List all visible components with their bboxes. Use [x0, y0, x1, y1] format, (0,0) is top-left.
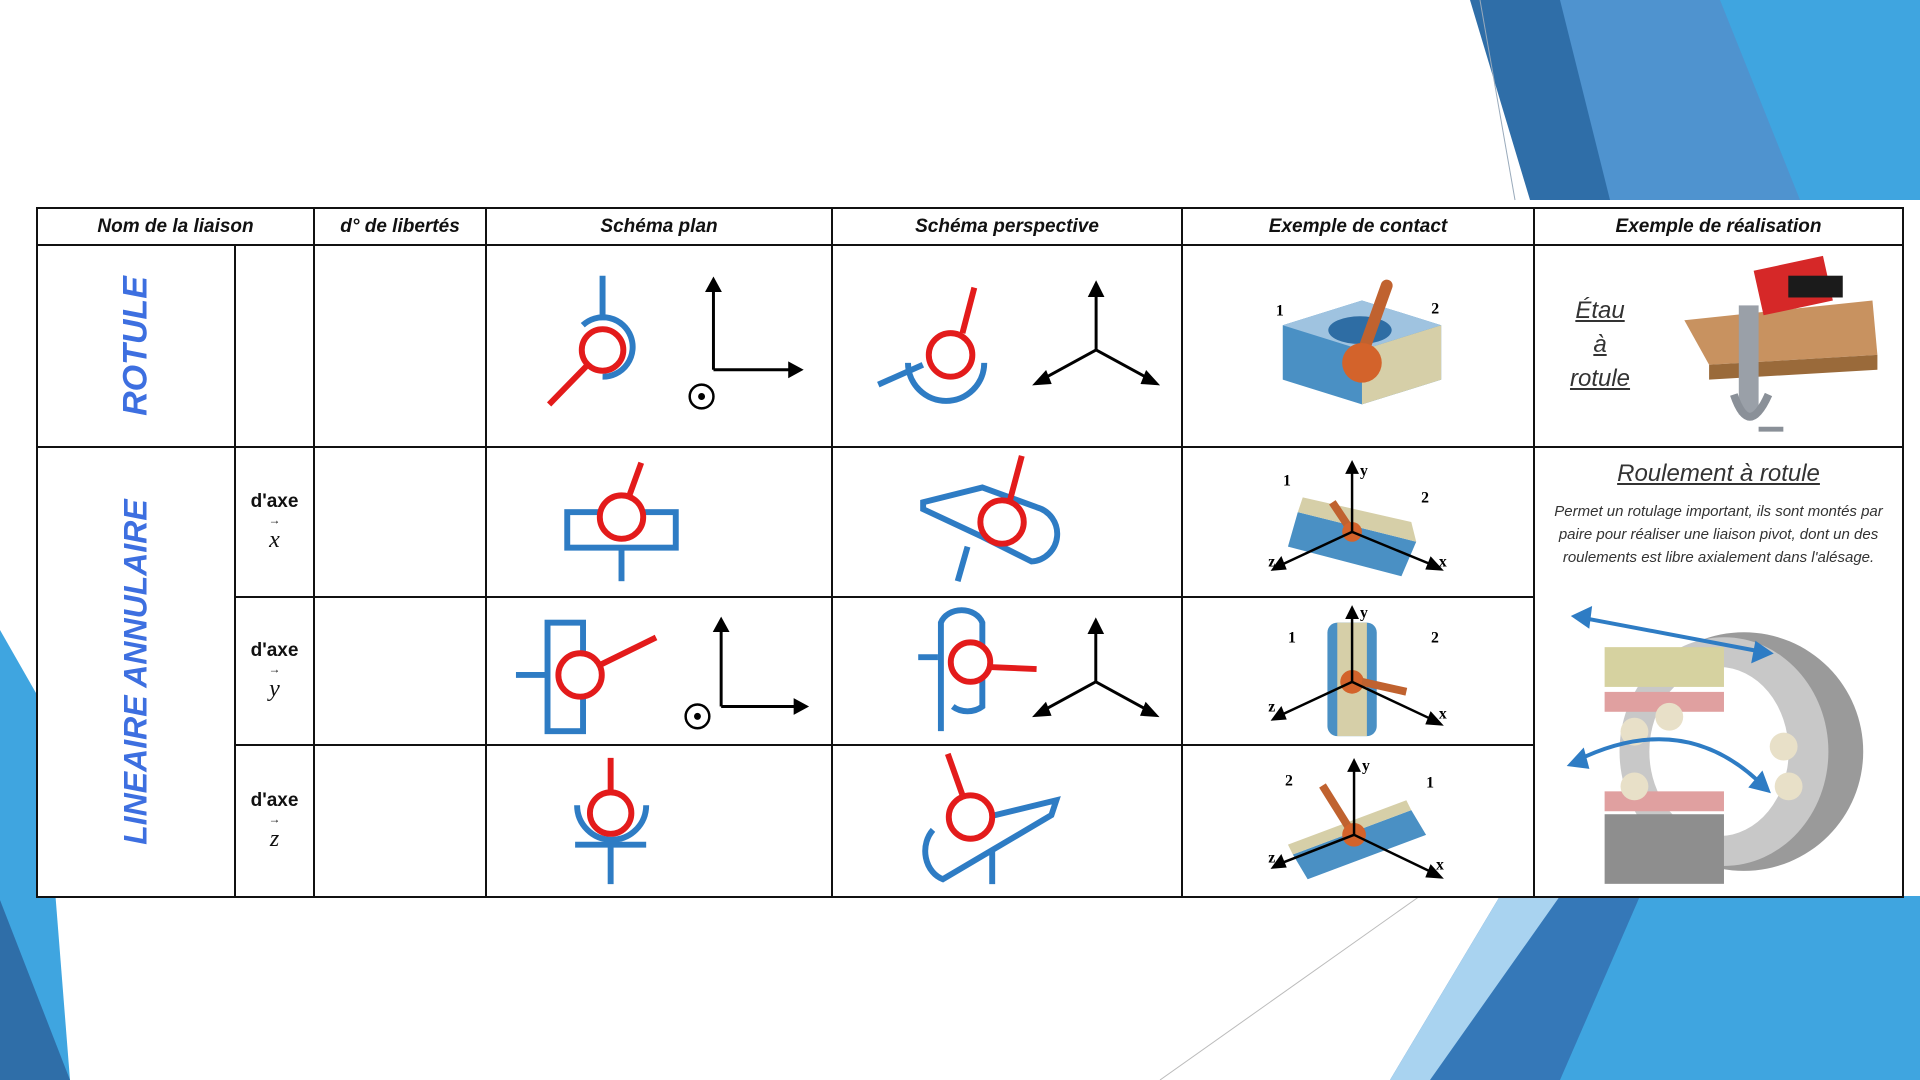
contact-z-label-y: y — [1362, 758, 1370, 775]
lineaire-x-schema-perspective — [831, 446, 1184, 598]
roulement-title: Roulement à rotule — [1617, 460, 1820, 487]
rotule-schema-perspective — [831, 244, 1184, 448]
contact-x-label-x: x — [1439, 553, 1447, 570]
rotule-title: ROTULE — [116, 276, 155, 416]
lineaire-y-schema-plan — [485, 596, 834, 746]
axis-z-vector: z — [237, 826, 312, 853]
double-arrow-top — [1570, 606, 1774, 664]
annular-linear-symbol — [564, 461, 679, 582]
header-degres: d° de libertés — [313, 207, 488, 246]
annular-linear-perspective-symbol — [920, 455, 1061, 583]
axis-z-label: d'axe — [250, 789, 299, 811]
top-right-line — [1479, 0, 1516, 201]
contact-y-label-x: x — [1439, 705, 1447, 722]
cylinder-contact-image-z: y z x 2 1 — [1268, 758, 1444, 880]
cylinder-contact-image-y: y z x 1 2 — [1268, 605, 1447, 737]
annular-linear-z-perspective-symbol — [922, 752, 1061, 885]
axis-y-cell: d'axe y — [233, 596, 316, 746]
axis-x-vector: x — [237, 527, 312, 554]
top-right-shape-light — [1720, 0, 1920, 200]
cylinder-contact-image-x: y z x 1 2 — [1268, 460, 1447, 577]
contact-y-label-2: 2 — [1431, 629, 1439, 646]
bottom-right-shape-light — [1560, 896, 1920, 1080]
ball-contact-image: 1 2 — [1276, 279, 1442, 405]
annular-linear-y-symbol — [515, 619, 658, 735]
lineaire-y-contact-cell: y z x 1 2 — [1181, 596, 1536, 746]
bottom-center-line — [1159, 895, 1421, 1080]
axes-3d-icon — [1032, 280, 1161, 386]
axis-z-cell: d'axe z — [233, 744, 316, 898]
ball-joint-symbol — [546, 275, 636, 407]
lineaire-z-degrees-cell — [313, 744, 488, 898]
rotule-schema-plan — [485, 244, 834, 448]
axis-y-vector: y — [237, 676, 312, 703]
lineaire-title: LINEAIRE ANNULAIRE — [117, 499, 154, 845]
etau-word-2: à — [1593, 331, 1607, 358]
annular-linear-z-symbol — [574, 757, 650, 885]
axis-x-cell: d'axe x — [233, 446, 316, 598]
contact-z-label-z: z — [1268, 849, 1275, 866]
left-shape-dark — [0, 900, 70, 1080]
rotule-name-cell: ROTULE — [36, 244, 236, 448]
lineaire-z-schema-perspective — [831, 744, 1184, 898]
vise-image — [1684, 255, 1878, 432]
lineaire-z-schema-plan — [485, 744, 834, 898]
contact-label-1: 1 — [1276, 302, 1284, 319]
rotule-axis-cell — [233, 244, 316, 448]
etau-word-1: Étau — [1575, 297, 1625, 324]
contact-y-label-y: y — [1360, 605, 1368, 622]
lineaire-y-degrees-cell — [313, 596, 488, 746]
lineaire-x-degrees-cell — [313, 446, 488, 598]
header-exemple-contact: Exemple de contact — [1181, 207, 1536, 246]
annular-linear-y-perspective-symbol — [918, 607, 1037, 732]
lineaire-x-schema-plan — [485, 446, 834, 598]
double-arrow-bottom — [1566, 737, 1771, 794]
header-nom: Nom de la liaison — [35, 207, 316, 246]
contact-x-label-y: y — [1360, 463, 1368, 480]
liaison-table: Nom de la liaison d° de libertés Schéma … — [35, 207, 1905, 898]
axis-x-label: d'axe — [250, 490, 299, 512]
contact-x-label-1: 1 — [1283, 472, 1291, 489]
lineaire-x-contact-cell: y z x 1 2 — [1181, 446, 1536, 598]
contact-y-label-1: 1 — [1288, 629, 1296, 646]
header-schema-perspective: Schéma perspective — [831, 207, 1184, 246]
bottom-right-shape-pale — [1390, 896, 1560, 1080]
axes-icon-y — [684, 616, 810, 730]
header-schema-plan: Schéma plan — [485, 207, 834, 246]
rotule-degrees-cell — [313, 244, 488, 448]
lineaire-name-cell: LINEAIRE ANNULAIRE — [36, 446, 236, 898]
rotule-realisation-cell: Étau à rotule — [1533, 244, 1905, 448]
roulement-cell: Roulement à rotule Permet un rotulage im… — [1533, 446, 1905, 898]
rotule-contact-cell: 1 2 — [1181, 244, 1536, 448]
etau-label: Étau à rotule — [1565, 294, 1635, 396]
axis-y-label: d'axe — [250, 639, 299, 661]
axes-icon — [688, 276, 804, 410]
contact-label-2: 2 — [1431, 300, 1439, 317]
contact-z-label-x: x — [1436, 856, 1444, 873]
contact-z-label-2: 2 — [1285, 772, 1293, 789]
contact-x-label-2: 2 — [1421, 489, 1429, 506]
contact-z-label-1: 1 — [1426, 774, 1434, 791]
bearing-image — [1604, 632, 1864, 884]
contact-x-label-z: z — [1268, 553, 1275, 570]
axes-3d-icon-y — [1032, 617, 1160, 718]
roulement-description: Permet un rotulage important, ils sont m… — [1554, 503, 1883, 566]
ball-joint-perspective-symbol — [877, 286, 988, 404]
lineaire-z-contact-cell: y z x 2 1 — [1181, 744, 1536, 898]
etau-word-3: rotule — [1569, 365, 1631, 392]
lineaire-y-schema-perspective — [831, 596, 1184, 746]
contact-y-label-z: z — [1268, 698, 1275, 715]
header-exemple-realisation: Exemple de réalisation — [1533, 207, 1905, 246]
